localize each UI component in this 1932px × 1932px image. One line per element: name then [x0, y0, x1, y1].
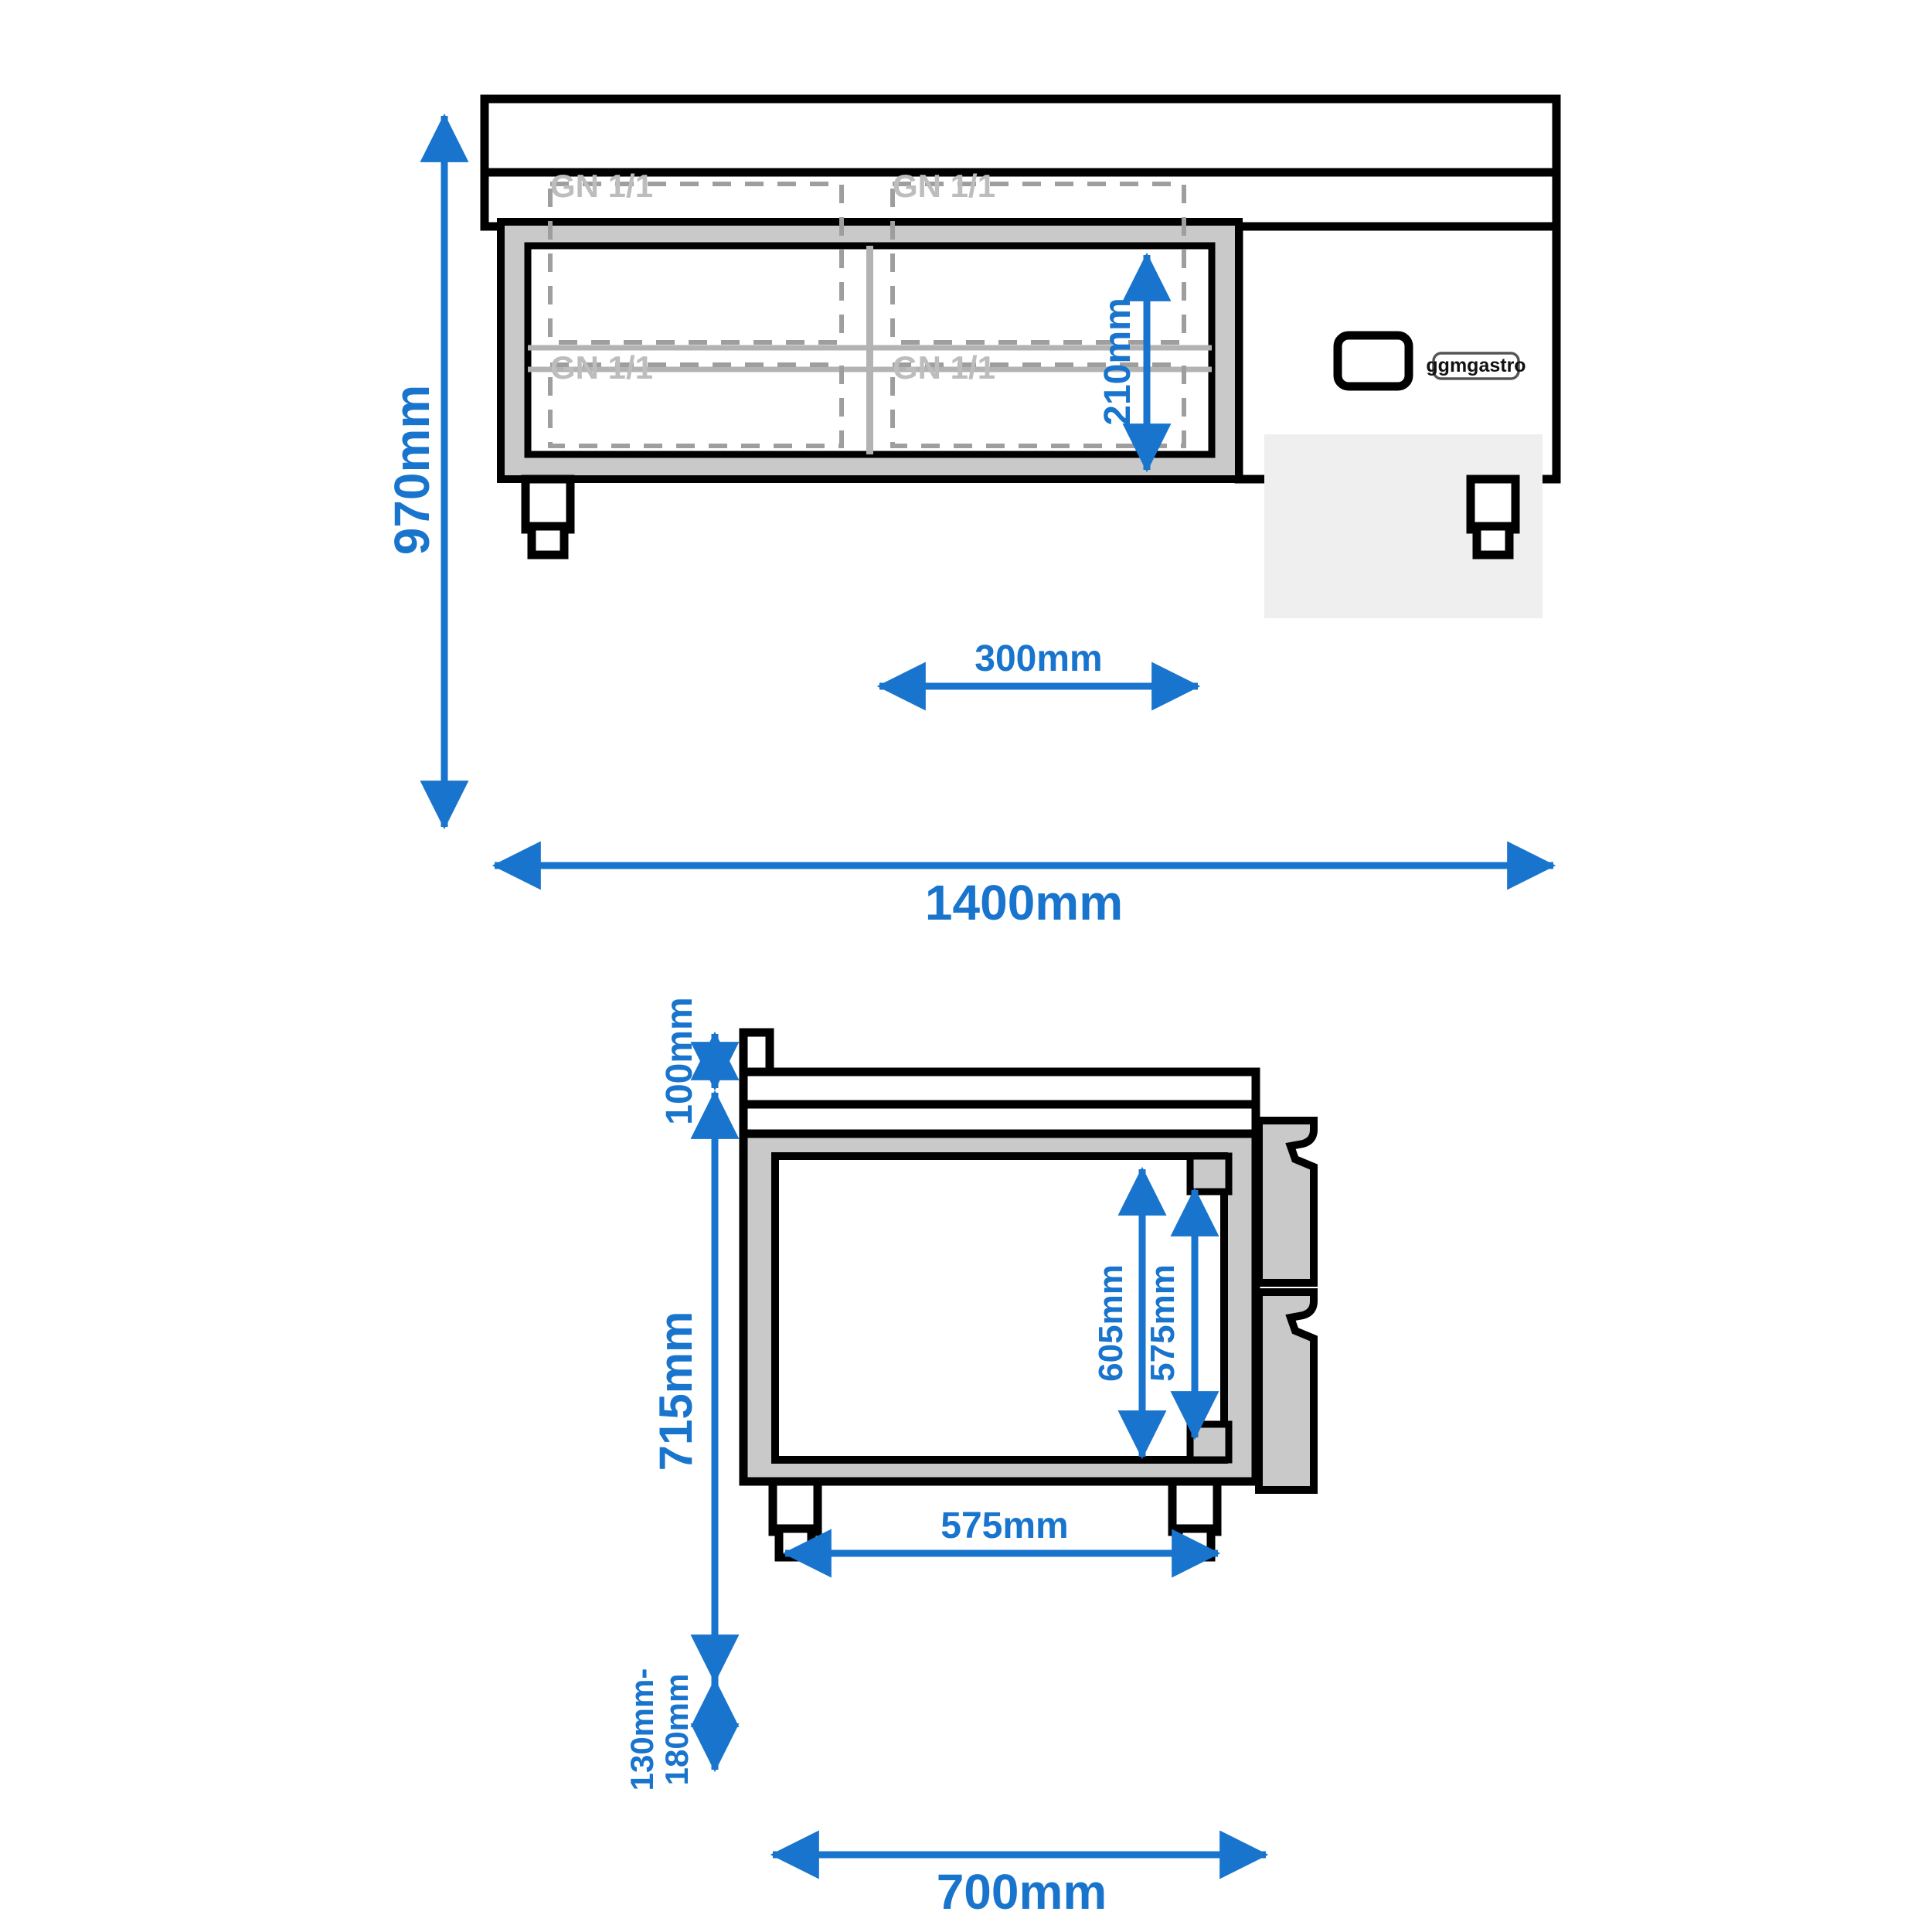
control-panel-button[interactable] — [1333, 331, 1413, 391]
side-inner-notch-top — [1186, 1152, 1233, 1196]
dimension-splashback-100: 100mm — [659, 997, 740, 1125]
gn-pan-bottom-right — [890, 362, 1186, 448]
dimension-body-715-label: 715mm — [650, 1311, 702, 1471]
gn-label-top-right: GN 1/1 — [893, 168, 995, 204]
gn-pan-bottom-left — [548, 362, 844, 448]
dimension-splashback-100-label: 100mm — [659, 997, 700, 1124]
front-leg-right — [1466, 474, 1520, 560]
dimension-inner-575-horizontal: 575mm — [782, 1505, 1221, 1578]
dimension-drawer-210: 210mm — [1097, 252, 1172, 473]
dimension-height-970: 970mm — [384, 113, 469, 830]
dimension-inner-575-vertical: 575mm — [1144, 1187, 1219, 1440]
brand-badge — [1432, 352, 1520, 380]
front-leg-left — [521, 474, 575, 560]
dimension-depth-700-label: 700mm — [937, 1864, 1107, 1920]
gn-pan-top-left — [548, 182, 844, 345]
side-drawer-front-upper[interactable] — [1255, 1117, 1318, 1287]
dimension-drawer-300-label: 300mm — [975, 638, 1102, 679]
side-leg-right — [1168, 1477, 1222, 1562]
dimension-body-715: 715mm — [650, 1090, 740, 1684]
gn-label-bottom-right: GN 1/1 — [893, 349, 995, 386]
dimension-drawer-210-label: 210mm — [1097, 298, 1138, 425]
side-worktop — [739, 1067, 1260, 1109]
brand-badge-label: ggmgastro — [1426, 355, 1526, 376]
dimension-inner-605: 605mm — [1092, 1166, 1167, 1460]
dimension-leg-height-max-label: 180mm — [658, 1674, 695, 1786]
gn-label-top-left: GN 1/1 — [550, 168, 653, 204]
front-view-group: ggmgastro 970mm 210mm — [384, 94, 1561, 930]
dimension-depth-700: 700mm — [770, 1830, 1269, 1920]
side-view-group: 100mm 715mm 605mm 575mm 575mm — [624, 997, 1318, 1920]
dimension-width-1400-label: 1400mm — [925, 875, 1123, 930]
dimension-leg-height-min-label: 130mm- — [624, 1668, 660, 1791]
side-drawer-front-lower[interactable] — [1255, 1288, 1318, 1494]
dimension-width-1400: 1400mm — [492, 841, 1556, 930]
front-worktop-top — [480, 94, 1561, 177]
dimension-inner-575-horizontal-label: 575mm — [940, 1505, 1068, 1546]
gn-label-bottom-left: GN 1/1 — [550, 349, 653, 386]
dimension-drawer-300: 300mm — [876, 638, 1201, 711]
dimension-height-970-label: 970mm — [384, 385, 440, 556]
dimension-inner-605-label: 605mm — [1092, 1264, 1130, 1382]
side-leg-left — [768, 1477, 822, 1562]
dimension-leg-height: 130mm- 180mm — [624, 1668, 740, 1791]
dimension-inner-575-vertical-label: 575mm — [1144, 1264, 1182, 1382]
gn-pan-top-right — [890, 182, 1186, 345]
